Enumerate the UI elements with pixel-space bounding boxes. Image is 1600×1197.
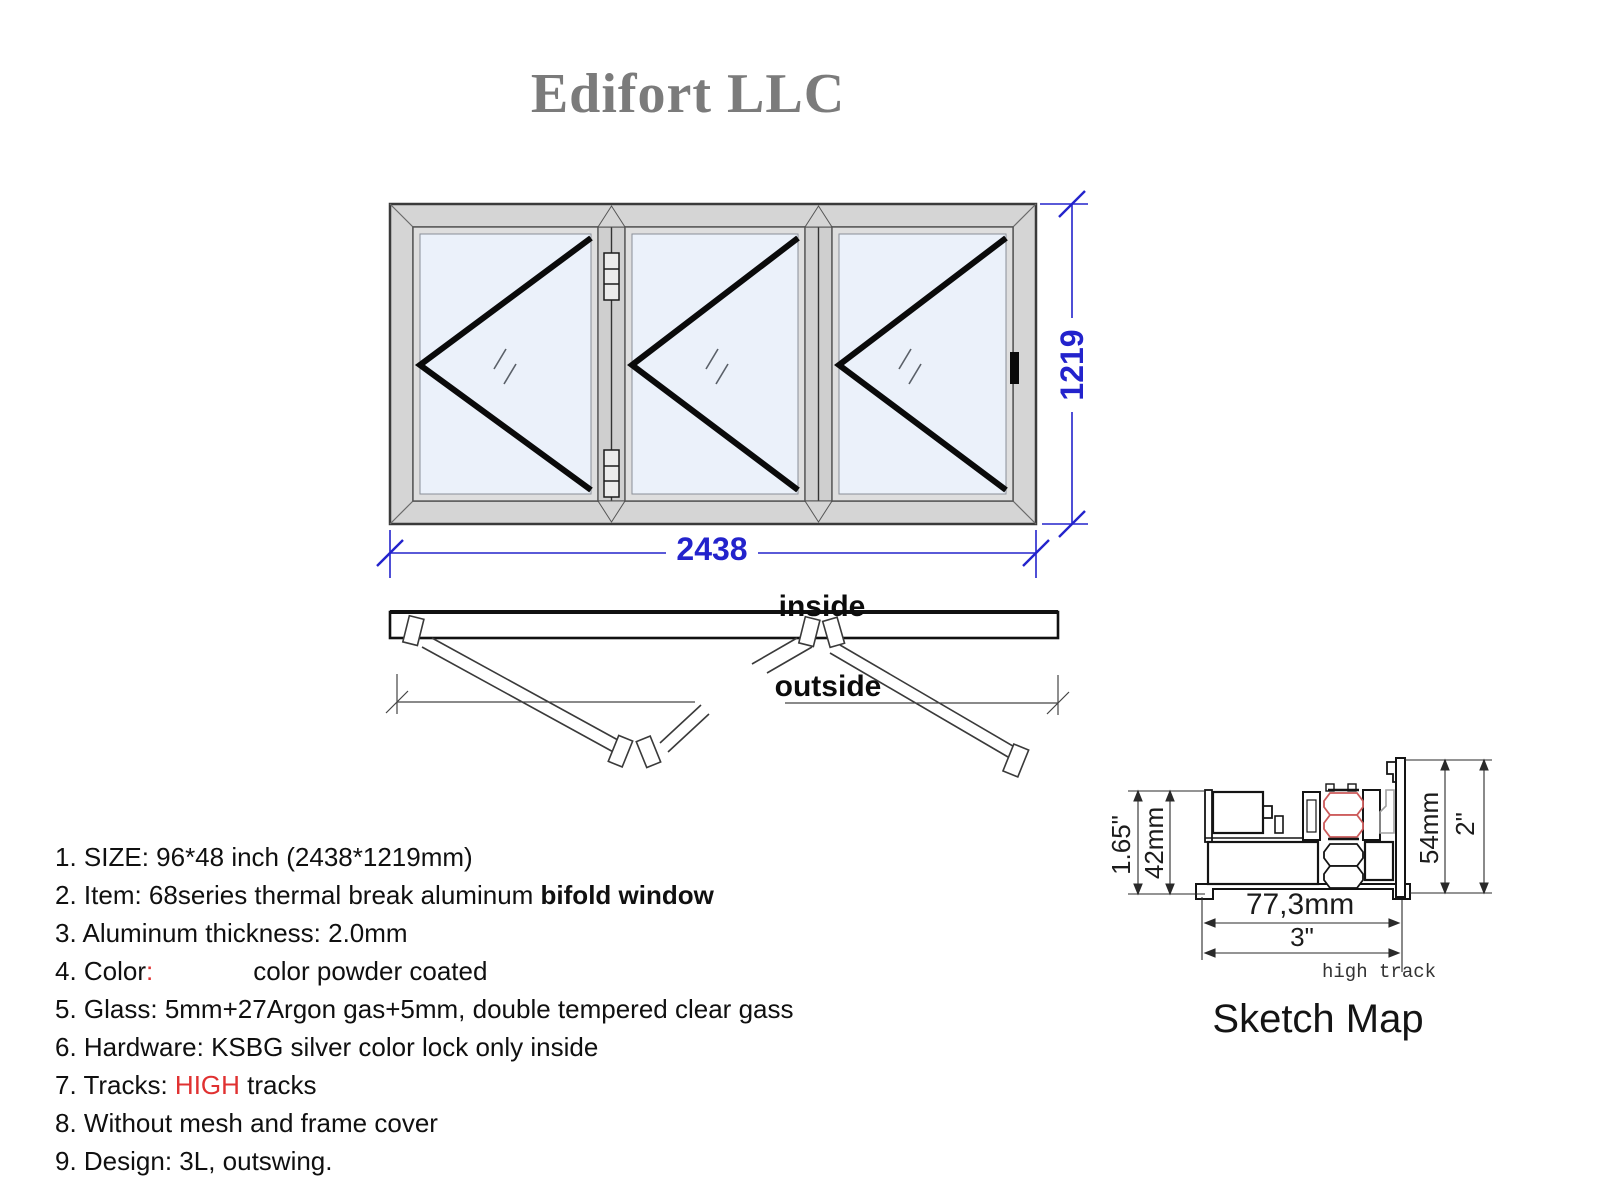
spec-color-suffix: color powder coated xyxy=(253,956,488,986)
tooth xyxy=(1263,805,1273,819)
mullion-2-bottom-miter xyxy=(804,500,833,523)
mullion-1-bottom-miter xyxy=(597,500,626,523)
dim-height-label: 1219 xyxy=(1054,329,1090,400)
spec-tracks: 7. Tracks: HIGH tracks xyxy=(55,1066,794,1104)
dimension-height xyxy=(1040,190,1088,538)
pivot-block xyxy=(797,615,821,648)
glass-pane-3 xyxy=(838,233,1007,495)
spec-mesh-text: 8. Without mesh and frame cover xyxy=(55,1108,438,1138)
hinge-block xyxy=(607,734,634,769)
pivot-block xyxy=(821,616,846,649)
spec-item: 2. Item: 68series thermal break aluminum… xyxy=(55,876,794,914)
spec-size: 1. SIZE: 96*48 inch (2438*1219mm) xyxy=(55,838,794,876)
plan-folding-view: inside outside xyxy=(385,590,1070,778)
spec-color-colon: : xyxy=(146,956,154,986)
spec-glass: 5. Glass: 5mm+27Argon gas+5mm, double te… xyxy=(55,990,794,1028)
spec-thickness-text: 3. Aluminum thickness: 2.0mm xyxy=(55,918,408,948)
aux-profile-gray xyxy=(1379,789,1395,834)
dim-right-mm-label: 54mm xyxy=(1414,792,1444,864)
spec-mesh: 8. Without mesh and frame cover xyxy=(55,1104,794,1142)
thermal-break-red xyxy=(1323,792,1364,838)
dimension-width xyxy=(376,530,1050,578)
interlock-cell xyxy=(1323,865,1364,889)
frame-miter-lines xyxy=(389,203,1037,525)
dim-tick xyxy=(1058,510,1086,538)
dim-right-inch-label: 2" xyxy=(1450,812,1480,836)
right-member xyxy=(1362,789,1381,841)
right-leaf-group xyxy=(751,615,1030,778)
mullion-2-top-miter xyxy=(804,205,833,228)
column-hook xyxy=(1386,761,1396,783)
left-projection-line xyxy=(385,674,695,714)
dim-tick xyxy=(376,539,404,567)
chevron-panel-1 xyxy=(414,235,593,493)
dim-bottom-inch-label: 3" xyxy=(1290,922,1314,952)
opening-direction-chevrons xyxy=(414,235,1008,493)
right-projection-line xyxy=(785,675,1070,715)
dim-tick xyxy=(1022,539,1050,567)
glass-pane-1 xyxy=(419,233,592,495)
left-wall xyxy=(1204,789,1213,843)
spec-hardware: 6. Hardware: KSBG silver color lock only… xyxy=(55,1028,794,1066)
window-elevation-drawing xyxy=(388,202,1038,526)
spec-glass-text: 5. Glass: 5mm+27Argon gas+5mm, double te… xyxy=(55,994,794,1024)
thermal-cell xyxy=(1323,814,1364,838)
dim-width-label: 2438 xyxy=(676,531,747,567)
glass-pane-2 xyxy=(631,233,799,495)
pivot-block xyxy=(401,614,425,647)
interlock-cell xyxy=(1323,843,1364,867)
left-leaf-group xyxy=(401,614,710,769)
tall-column xyxy=(1395,757,1406,898)
spec-item-bold-text: bifold window xyxy=(540,880,714,910)
hinge-bottom xyxy=(603,449,620,498)
spec-color-text: 4. Color xyxy=(55,956,147,986)
inside-label: inside xyxy=(779,590,866,623)
high-track-label: high track xyxy=(1322,961,1436,983)
plan-frame-bar xyxy=(388,610,1060,640)
mid-channel-inner xyxy=(1306,799,1317,833)
hinge-top xyxy=(603,252,620,301)
dims-left xyxy=(1128,789,1205,896)
dim-left-inch-label: 1.65" xyxy=(1106,815,1136,875)
dim-left-mm-label: 42mm xyxy=(1139,807,1169,879)
tooth-bar xyxy=(1274,815,1284,834)
spec-size-text: 1. SIZE: 96*48 inch (2438*1219mm) xyxy=(55,842,473,872)
spec-tracks-high: HIGH xyxy=(174,1070,240,1100)
spec-thickness: 3. Aluminum thickness: 2.0mm xyxy=(55,914,794,952)
spec-tracks-text: 7. Tracks: xyxy=(55,1070,175,1100)
chevron-panel-2 xyxy=(627,235,800,493)
base-chamber xyxy=(1206,840,1320,886)
dim-tick xyxy=(1058,190,1086,218)
dim-bottom-mm-label: 77,3mm xyxy=(1246,888,1354,921)
spec-hardware-text: 6. Hardware: KSBG silver color lock only… xyxy=(55,1032,599,1062)
thermal-cell xyxy=(1323,792,1364,816)
glazing-marks xyxy=(493,348,922,385)
leaf-end-block xyxy=(1001,742,1030,778)
chevron-panel-3 xyxy=(834,235,1008,493)
spec-tracks-suffix: tracks xyxy=(239,1070,317,1100)
dims-bottom xyxy=(1201,897,1403,972)
upper-left-chamber xyxy=(1211,790,1265,835)
sketch-map-caption: Sketch Map xyxy=(1212,997,1423,1041)
hinge-block xyxy=(635,734,662,769)
specification-list: 1. SIZE: 96*48 inch (2438*1219mm) 2. Ite… xyxy=(55,838,794,1180)
mullion-1-top-miter xyxy=(597,205,626,228)
spec-design-text: 9. Design: 3L, outswing. xyxy=(55,1146,333,1176)
outside-label: outside xyxy=(775,670,882,703)
spec-item-text: 2. Item: 68series thermal break aluminum xyxy=(55,880,541,910)
page-title: Edifort LLC xyxy=(530,63,846,125)
window-handle xyxy=(1010,352,1019,384)
right-base-chamber xyxy=(1363,840,1395,882)
track-section-drawing: 1.65" 42mm 54mm 2" 77,3m xyxy=(1106,757,1492,1041)
profile-body xyxy=(1195,757,1411,900)
spec-color: 4. Color: color powder coated xyxy=(55,952,794,990)
dims-right xyxy=(1405,758,1492,895)
spec-design: 9. Design: 3L, outswing. xyxy=(55,1142,794,1180)
